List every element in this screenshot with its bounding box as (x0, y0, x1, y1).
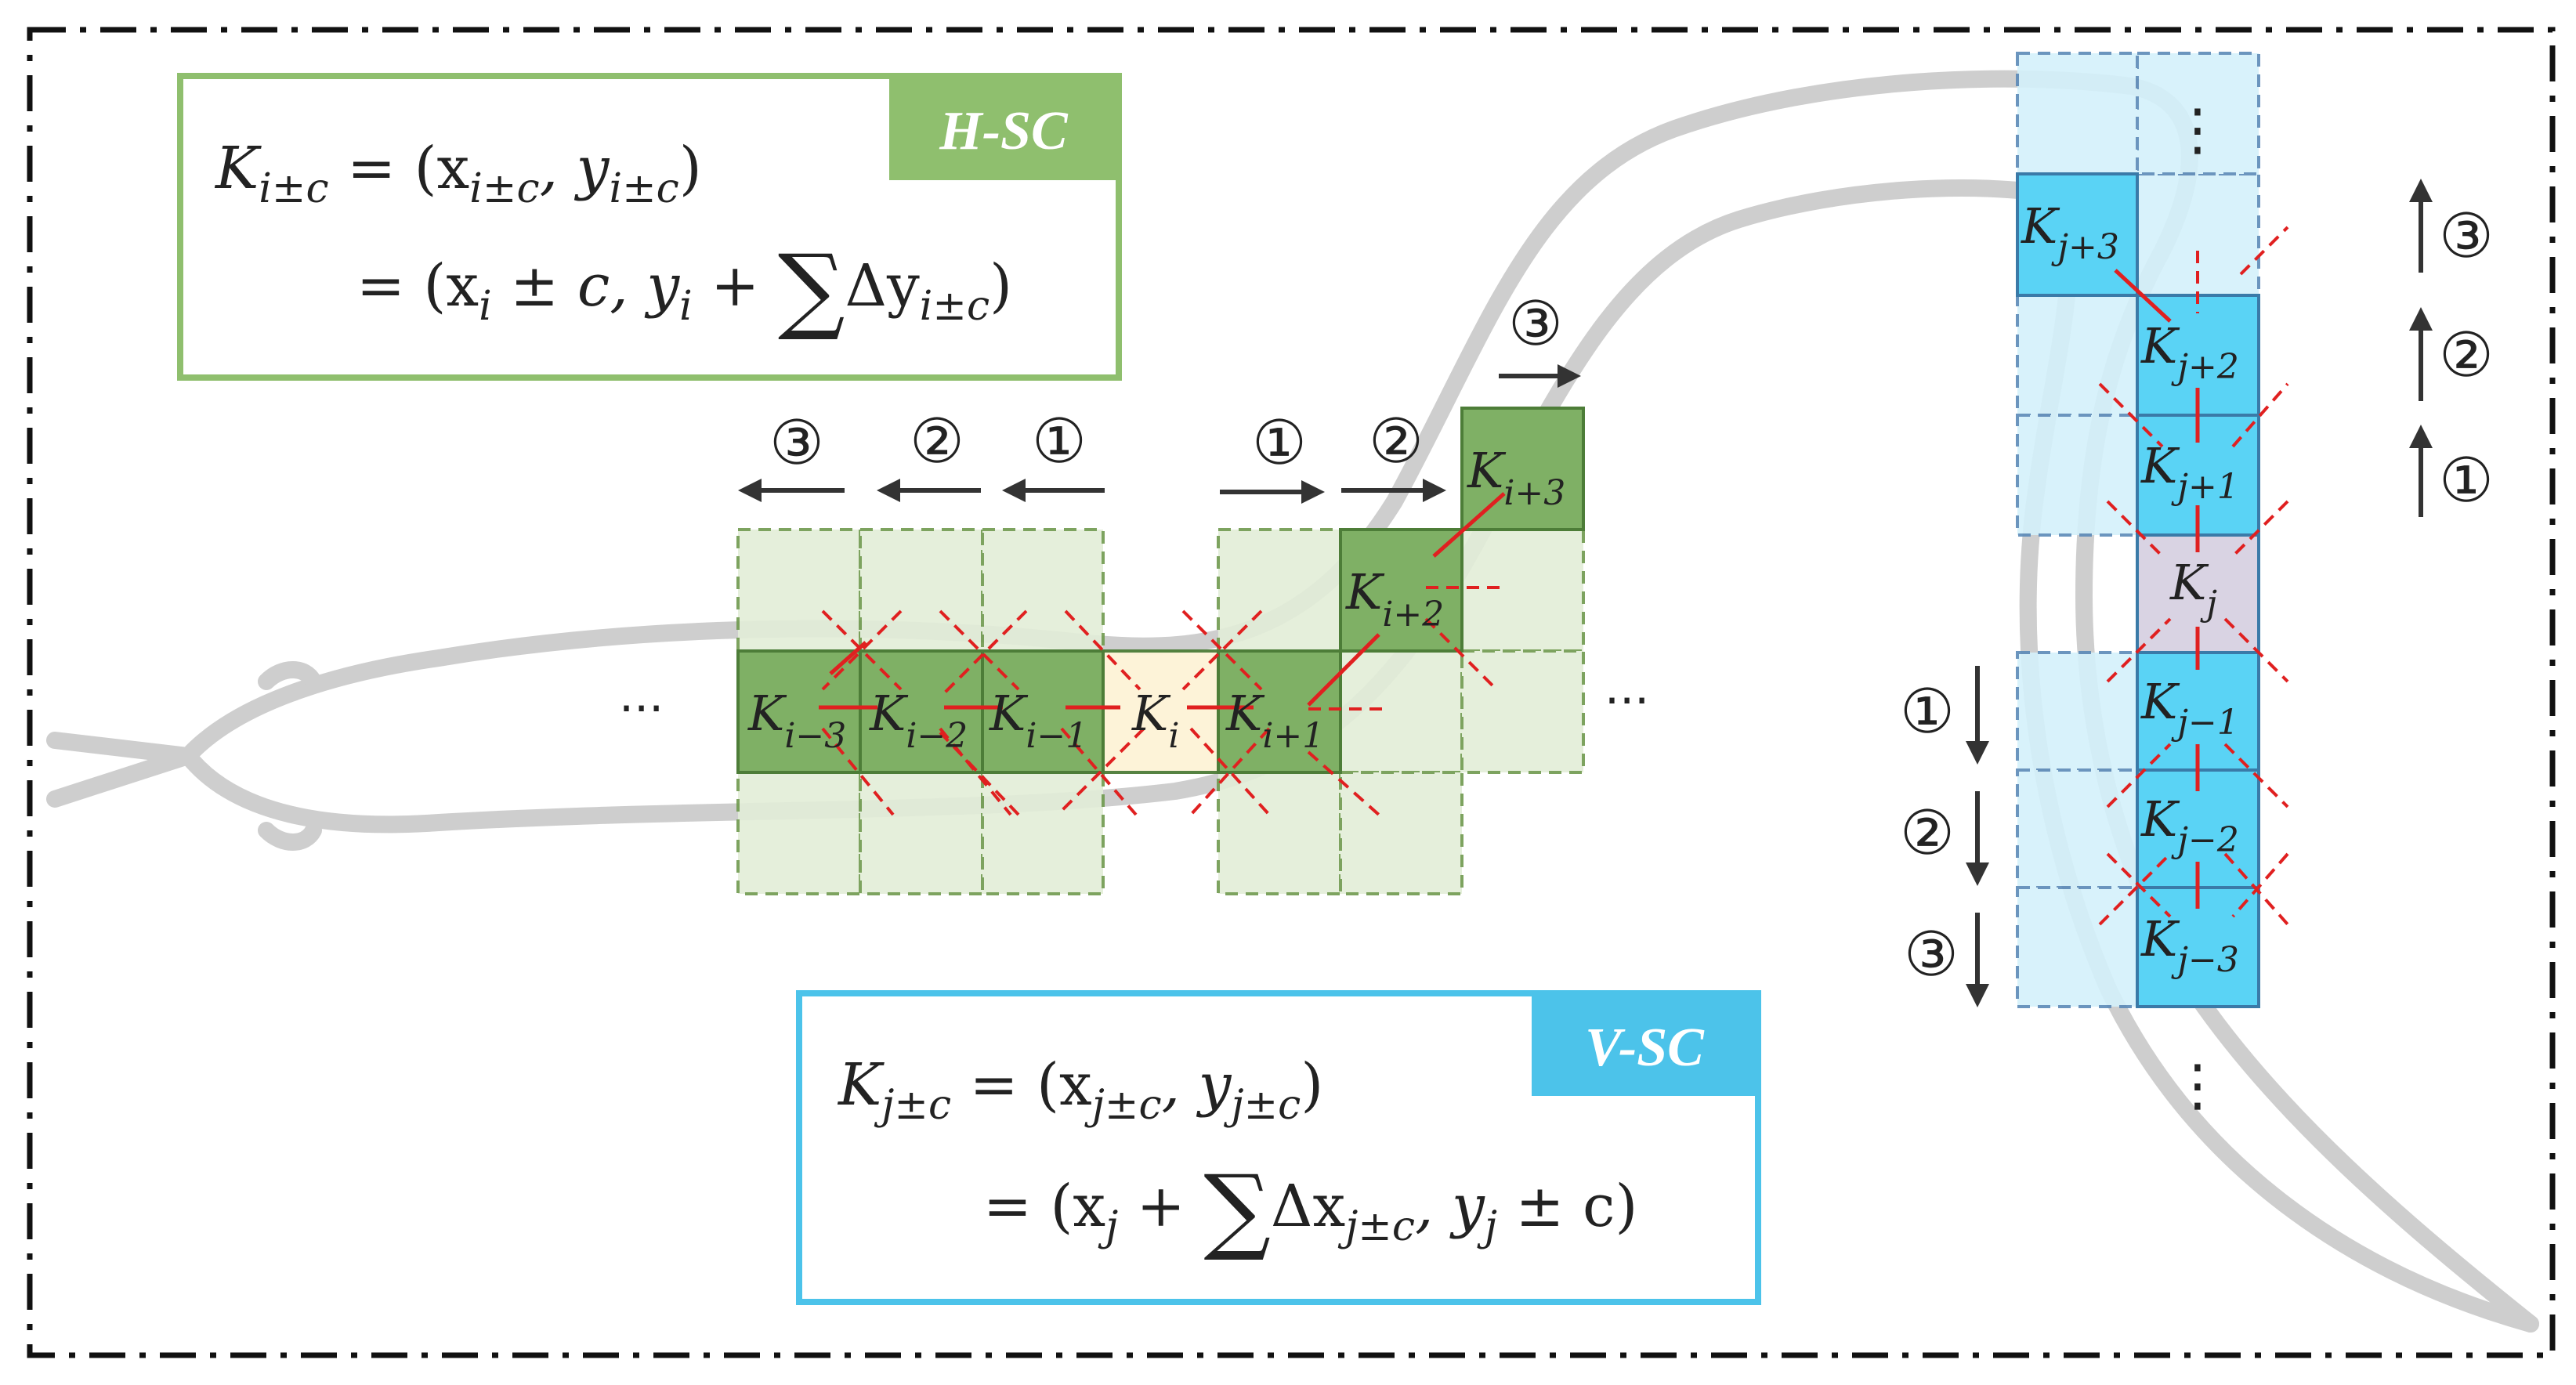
step-label-down-1: ① (1900, 677, 1955, 747)
cell-label-k-j-minus-3: Kj−3 (2140, 910, 2239, 980)
cell-label-k-j-plus-1: Kj+1 (2140, 437, 2239, 507)
step-label-left-1: ① (1032, 407, 1087, 477)
cell-label-k-i-plus-2: Ki+2 (1345, 563, 1444, 635)
vertical-step-labels: ① ② ③ ① ② ③ (1900, 201, 2494, 990)
cell-label-k-i-plus-3: Ki+3 (1467, 442, 1565, 513)
step-label-right-2: ② (1369, 407, 1424, 477)
cell-label-k-i-minus-3: Ki−3 (747, 685, 846, 756)
outer-frame (27, 27, 2556, 1358)
v-sc-equation-line1: Kj±c = (xj±c, yj±c) (837, 1051, 1323, 1129)
horizontal-red-dashes (821, 586, 1504, 816)
step-label-right-3: ③ (1508, 289, 1563, 360)
step-label-left-2: ② (910, 407, 964, 477)
vertical-cell-labels: Kj+3 Kj+2 Kj+1 Kj Kj−1 Kj−2 Kj−3 (2021, 197, 2239, 980)
ellipsis-bottom: ⋮ (2169, 1052, 2226, 1118)
vertical-cells (2016, 172, 2260, 1008)
cell-label-k-j-plus-3: Kj+3 (2021, 197, 2119, 267)
h-sc-tag-bg (889, 76, 1119, 180)
step-label-up-1: ① (2439, 446, 2494, 516)
step-label-up-3: ③ (2439, 201, 2494, 272)
cell-label-k-i-minus-2: Ki−2 (869, 685, 968, 756)
cell-label-k-i-plus-1: Ki+1 (1225, 685, 1324, 756)
ellipsis-top: ⋮ (2169, 96, 2226, 162)
vertical-step-arrows (1966, 179, 2433, 1007)
v-sc-tag-bg (1532, 993, 1758, 1096)
ellipsis-left: ··· (619, 682, 664, 736)
horizontal-step-arrows (738, 364, 1581, 504)
horizontal-step-labels: ① ② ③ ① ② ③ (769, 289, 1563, 479)
vertical-red-links (2114, 269, 2200, 909)
step-label-left-3: ③ (769, 408, 824, 479)
h-sc-equation-line1: Ki±c = (xi±c, yi±c) (214, 135, 702, 212)
ellipsis-right: ··· (1605, 674, 1649, 729)
cell-label-k-i-minus-1: Ki−1 (989, 685, 1087, 756)
cell-label-k-j-plus-2: Kj+2 (2140, 317, 2239, 387)
cell-label-k-j-minus-1: Kj−1 (2140, 673, 2239, 743)
v-sc-equation-line2: = (xj + ∑Δxj±c, yj ± c) (983, 1155, 1637, 1264)
vertical-red-dashes (2098, 226, 2289, 926)
h-sc-tag: H-SC (939, 101, 1069, 161)
step-label-right-1: ① (1252, 408, 1307, 479)
step-label-up-2: ② (2439, 320, 2494, 391)
h-sc-equation-line2: = (xi ± c, yi + ∑Δyi±c) (356, 235, 1012, 344)
v-sc-tag: V-SC (1585, 1018, 1705, 1078)
h-sc-box: H-SC Ki±c = (xi±c, yi±c) = (xi ± c, yi +… (177, 73, 1122, 381)
v-sc-box: V-SC Kj±c = (xj±c, yj±c) = (xj + ∑Δxj±c,… (796, 990, 1761, 1305)
horizontal-cell-labels: Ki−3 Ki−2 Ki−1 Ki Ki+1 Ki+2 Ki+3 (747, 442, 1565, 756)
cell-label-k-j-minus-2: Kj−2 (2140, 790, 2239, 860)
step-label-down-3: ③ (1904, 920, 1959, 990)
horizontal-cells (736, 407, 1585, 774)
cell-label-k-i: Ki (1131, 685, 1179, 756)
step-label-down-2: ② (1900, 798, 1955, 869)
